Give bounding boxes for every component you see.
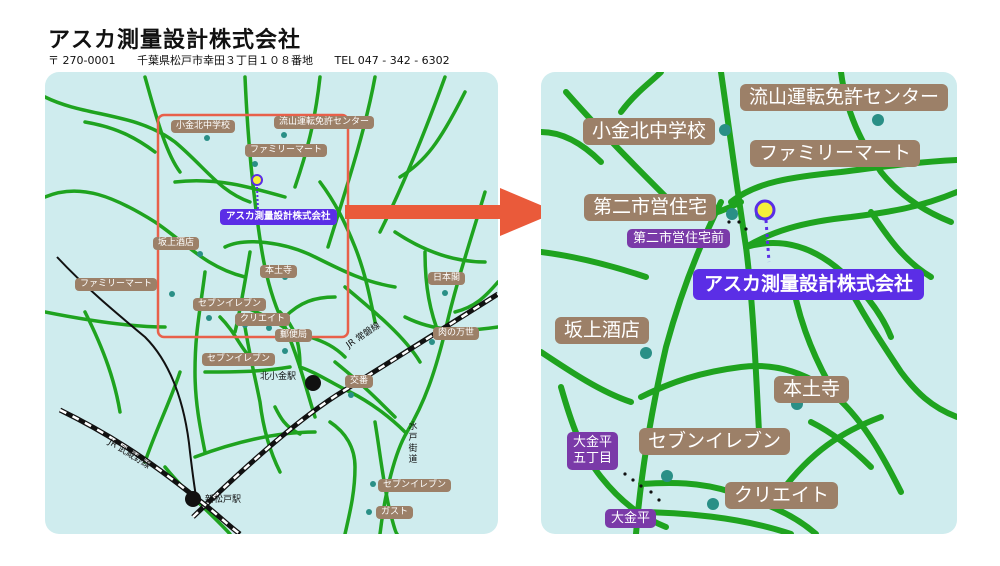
bus-stop-marks	[623, 220, 748, 502]
street-address: 千葉県松戸市幸田３丁目１０８番地	[136, 54, 313, 67]
kitakogane-station-marker	[305, 375, 321, 391]
detail-label-company[interactable]: アスカ測量設計株式会社	[693, 269, 925, 300]
telephone: TEL 047 - 342 - 6302	[334, 54, 450, 67]
label-hondoji: 本土寺	[260, 265, 298, 278]
bus-stop-ohkanehira: 大金平	[605, 509, 657, 528]
label-seven-eleven-3: セブンイレブン	[378, 479, 452, 492]
label-mito-kaido: 水戸街道	[408, 422, 418, 465]
detail-label-hondoji: 本土寺	[774, 376, 850, 403]
label-create: クリエイト	[235, 313, 291, 326]
label-niku-no-mansei: 肉の万世	[433, 327, 480, 340]
label-seven-eleven-2: セブンイレブン	[202, 353, 276, 366]
detail-label-seven-eleven: セブンイレブン	[639, 428, 791, 455]
company-pointer-detail	[764, 219, 771, 263]
label-kitakogane-station: 北小金駅	[260, 372, 297, 382]
bus-stop-ohkanehira-5: 大金平 五丁目	[567, 432, 619, 470]
zoom-arrow-icon	[345, 188, 557, 236]
company-title: アスカ測量設計株式会社	[48, 28, 302, 53]
detail-label-daini-housing: 第二市営住宅	[584, 194, 717, 221]
label-elementary-school: 小金北中学校	[171, 120, 236, 133]
label-sakagami-liquor: 坂上酒店	[153, 237, 200, 250]
label-post-office: 郵便局	[275, 329, 313, 342]
postal-code: 〒 270-0001	[48, 54, 116, 67]
detail-area-frame	[156, 113, 350, 339]
label-gusto: ガスト	[376, 506, 414, 519]
label-company-overview[interactable]: アスカ測量設計株式会社	[220, 209, 337, 225]
label-seven-eleven-1: セブンイレブン	[193, 298, 267, 311]
detail-map[interactable]: 流山運転免許センター 小金北中学校 ファミリーマート 第二市営住宅 第二市営住宅…	[541, 72, 957, 534]
label-familymart-west: ファミリーマート	[75, 278, 158, 291]
label-familymart-north: ファミリーマート	[245, 144, 328, 157]
overview-map[interactable]: 小金北中学校 流山運転免許センター ファミリーマート アスカ測量設計株式会社 坂…	[45, 72, 498, 534]
detail-label-sakagami-liquor: 坂上酒店	[555, 317, 650, 344]
label-license-center: 流山運転免許センター	[274, 116, 375, 129]
jr-musashino-line	[58, 407, 242, 534]
bus-stop-daini-mae: 第二市営住宅前	[627, 229, 731, 248]
detail-label-familymart: ファミリーマート	[750, 140, 921, 167]
rail-branch	[56, 256, 198, 503]
detail-label-create: クリエイト	[725, 482, 839, 509]
label-koban: 交番	[345, 375, 374, 388]
company-location-dot	[251, 174, 263, 186]
detail-label-elementary-school: 小金北中学校	[583, 118, 716, 145]
shinmatsudo-station-marker	[185, 491, 201, 507]
landmark-markers	[169, 132, 448, 515]
overview-map-roads	[45, 75, 498, 534]
detail-label-license-center: 流山運転免許センター	[740, 84, 949, 111]
label-shinmatsudo-station: 新松戸駅	[205, 495, 242, 505]
label-nihondo: 日本閣	[428, 272, 466, 285]
company-location-dot-detail	[754, 199, 776, 221]
address-line: 〒 270-0001 千葉県松戸市幸田３丁目１０８番地 TEL 047 - 34…	[48, 52, 468, 68]
